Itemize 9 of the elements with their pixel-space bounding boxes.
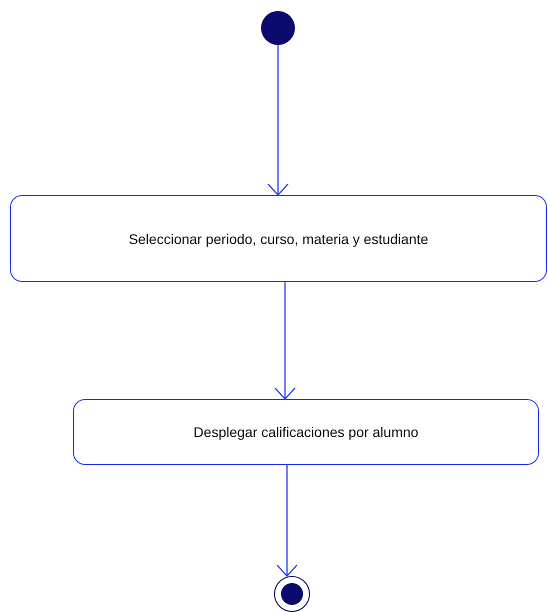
- action-label: Desplegar calificaciones por alumno: [194, 424, 418, 440]
- arrow: [274, 282, 296, 400]
- action-box: [10, 195, 547, 282]
- arrow: [267, 45, 289, 196]
- end-node: [274, 576, 310, 612]
- action-box: [73, 399, 539, 465]
- arrow: [276, 465, 298, 577]
- action-label: Seleccionar periodo, curso, materia y estudiante: [128, 230, 428, 246]
- start-node: [261, 11, 295, 45]
